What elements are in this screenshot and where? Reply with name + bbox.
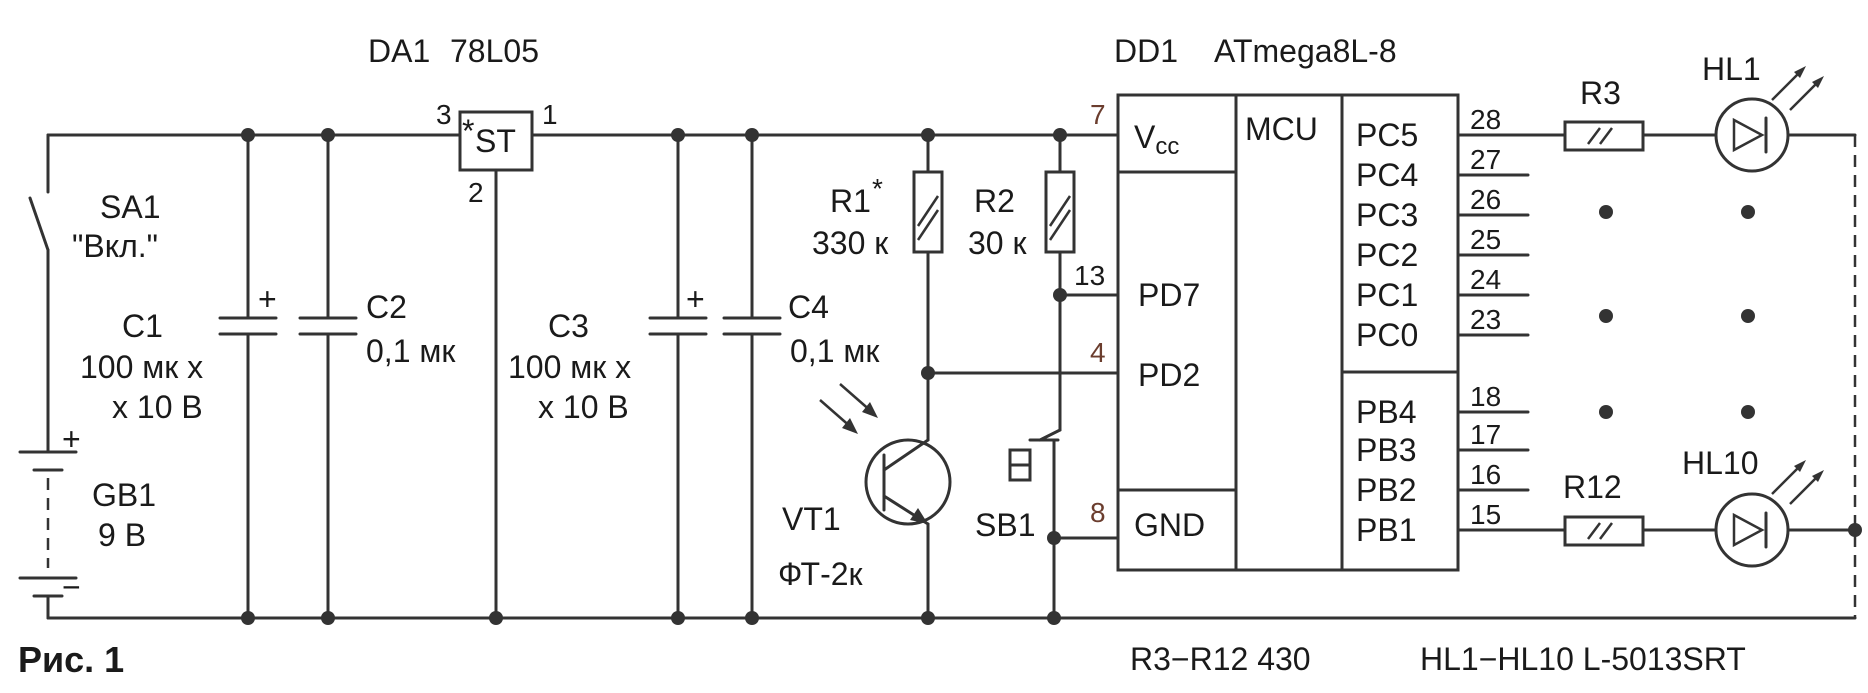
note-resistors: R3−R12 430	[1130, 641, 1311, 677]
capacitor-c2: C2 0,1 мк	[298, 133, 456, 620]
pin-gnd-name: GND	[1134, 507, 1205, 543]
da1-part: 78L05	[450, 33, 539, 69]
capacitor-c3: + C3 100 мк х х 10 В	[508, 133, 708, 620]
c3-value1: 100 мк х	[508, 349, 631, 385]
da1-pin-in: 3	[436, 99, 452, 130]
da1-pin-gnd: 2	[468, 177, 484, 208]
c3-value2: х 10 В	[538, 389, 629, 425]
mcu-dd1: DD1 ATmega8L-8 MCU Vcc 7 PD7 13 PD2 4 GN…	[1074, 33, 1530, 572]
capacitor-c4: C4 0,1 мк	[722, 133, 880, 620]
r12-ref: R12	[1563, 469, 1622, 505]
r1-ref: R1	[830, 183, 871, 219]
pin-pb2-num: 16	[1470, 459, 1501, 490]
pin-pc5-name: PC5	[1356, 117, 1418, 153]
vt1-ref: VT1	[782, 501, 841, 537]
pin-pb3-num: 17	[1470, 419, 1501, 450]
pin-pd2-name: PD2	[1138, 357, 1200, 393]
resistor-r2: R2 30 к	[968, 133, 1076, 297]
pin-gnd-num: 8	[1090, 497, 1106, 528]
c1-value2: х 10 В	[112, 389, 203, 425]
pin-pc2-num: 25	[1470, 224, 1501, 255]
gb1-plus: +	[62, 421, 81, 457]
pin-pb4-name: PB4	[1356, 394, 1416, 430]
pin-pc2-name: PC2	[1356, 237, 1418, 273]
pin-pb4-num: 18	[1470, 381, 1501, 412]
da1-ref: DA1	[368, 33, 430, 69]
pin-pd7-num: 13	[1074, 260, 1105, 291]
figure-caption: Рис. 1	[18, 639, 124, 680]
hl10-ref: HL10	[1682, 445, 1759, 481]
c4-value: 0,1 мк	[790, 333, 880, 369]
led-hl1: HL1	[1702, 51, 1857, 173]
da1-pin-out: 1	[542, 99, 558, 130]
pin-pd7-name: PD7	[1138, 277, 1200, 313]
sa1-ref: SA1	[100, 189, 160, 225]
c2-value: 0,1 мк	[366, 333, 456, 369]
pin-pc4-num: 27	[1470, 144, 1501, 175]
pin-pb2-name: PB2	[1356, 472, 1416, 508]
da1-body: ST	[475, 123, 516, 159]
gb1-value: 9 В	[98, 517, 146, 553]
pin-pc0-name: PC0	[1356, 317, 1418, 353]
phototransistor-vt1: VT1 ФТ-2к	[778, 383, 952, 620]
resistor-r3: R3	[1456, 75, 1718, 152]
sb1-ref: SB1	[975, 507, 1035, 543]
c3-ref: C3	[548, 308, 589, 344]
c4-ref: C4	[788, 289, 829, 325]
dd1-core: MCU	[1245, 111, 1318, 147]
channel-ellipsis-dots	[1599, 205, 1755, 419]
regulator-da1: DA1 78L05 * ST 3 1 2	[368, 33, 558, 620]
vt1-part: ФТ-2к	[778, 556, 864, 592]
dd1-ref: DD1	[1114, 33, 1178, 69]
da1-star: *	[462, 113, 474, 149]
pin-pc5-num: 28	[1470, 104, 1501, 135]
pin-vcc-num: 7	[1090, 99, 1106, 130]
pin-pc3-name: PC3	[1356, 197, 1418, 233]
led-hl10: HL10	[1682, 445, 1857, 568]
switch-sa1: SA1 "Вкл."	[28, 133, 160, 442]
pin-pc4-name: PC4	[1356, 157, 1418, 193]
pin-pc0-num: 23	[1470, 304, 1501, 335]
pin-pc3-num: 26	[1470, 184, 1501, 215]
resistor-r12: R12	[1456, 469, 1718, 547]
pin-pb1-num: 15	[1470, 499, 1501, 530]
junction-dots	[241, 128, 1862, 625]
gb1-ref: GB1	[92, 477, 156, 513]
c1-value1: 100 мк х	[80, 349, 203, 385]
pin-pc1-name: PC1	[1356, 277, 1418, 313]
pin-pb1-name: PB1	[1356, 512, 1416, 548]
c2-ref: C2	[366, 289, 407, 325]
c1-plus: +	[258, 281, 277, 317]
battery-gb1: + − GB1 9 В	[18, 421, 156, 620]
r1-value: 330 к	[812, 225, 889, 261]
r2-ref: R2	[974, 183, 1015, 219]
pin-pd2-num: 4	[1090, 337, 1106, 368]
pin-pc1-num: 24	[1470, 264, 1501, 295]
c1-ref: C1	[122, 308, 163, 344]
dd1-part: ATmega8L-8	[1214, 33, 1397, 69]
hl1-ref: HL1	[1702, 51, 1761, 87]
note-leds: HL1−HL10 L-5013SRT	[1420, 641, 1746, 677]
r3-ref: R3	[1580, 75, 1621, 111]
capacitor-c1: + C1 100 мк х х 10 В	[80, 133, 278, 620]
pin-pb3-name: PB3	[1356, 432, 1416, 468]
sa1-label: "Вкл."	[72, 228, 158, 264]
r1-star: *	[872, 173, 883, 204]
pin-vcc-name: Vcc	[1134, 119, 1179, 160]
c3-plus: +	[686, 281, 705, 317]
r2-value: 30 к	[968, 225, 1027, 261]
gb1-minus: −	[62, 569, 81, 605]
resistor-r1: R1 * 330 к	[812, 133, 944, 442]
button-sb1: SB1	[975, 293, 1120, 620]
